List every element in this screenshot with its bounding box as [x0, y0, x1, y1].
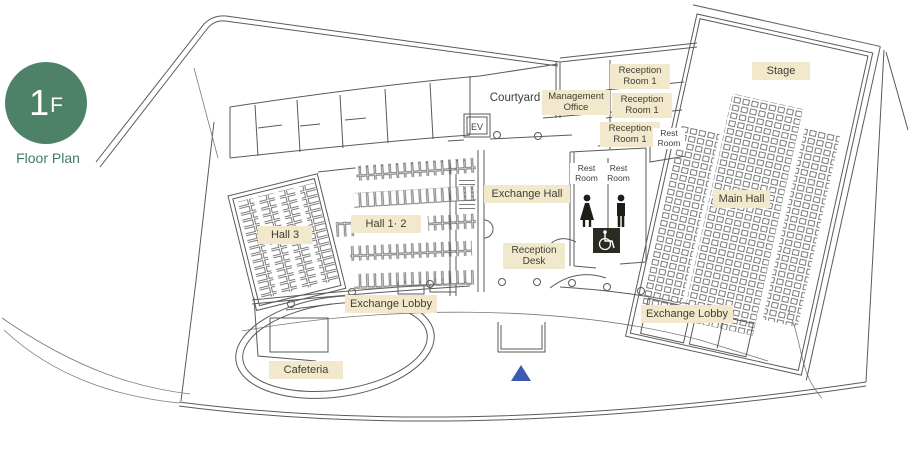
label-reception-room-1-b: Reception Room 1	[612, 93, 672, 119]
hall-1-2-tables	[335, 157, 477, 289]
property-boundary	[1, 15, 909, 422]
main-hall-building	[624, 4, 881, 381]
entrance	[497, 322, 546, 381]
wheelchair-icon	[593, 228, 620, 253]
label-rest-room-small: Rest Room	[653, 128, 685, 150]
label-management-office: Management Office	[542, 90, 610, 116]
label-reception-desk: Reception Desk	[503, 243, 565, 270]
label-main-hall: Main Hall	[713, 190, 770, 209]
main-hall-seats-left	[639, 125, 720, 318]
entrance-marker-icon	[511, 365, 531, 381]
floor-badge-caption: Floor Plan	[16, 150, 80, 166]
cafeteria-area	[235, 295, 435, 399]
label-reception-room-1-a: Reception Room 1	[610, 64, 670, 90]
svg-text:EV: EV	[471, 122, 483, 132]
label-exchange-lobby-east: Exchange Lobby	[641, 305, 733, 324]
male-icon	[617, 194, 625, 227]
label-courtyard: Courtyard	[489, 92, 541, 104]
label-cafeteria: Cafeteria	[269, 361, 343, 380]
elevator-icon: EV	[463, 113, 491, 138]
label-reception-room-1-c: Reception Room 1	[600, 122, 660, 148]
female-icon	[580, 194, 594, 227]
label-exchange-lobby-west: Exchange Lobby	[345, 295, 437, 314]
floor-badge-circle: 1 F	[5, 62, 87, 144]
main-hall-seats-right	[762, 128, 841, 328]
courtyard-area: EV	[447, 76, 573, 142]
label-exchange-hall: Exchange Hall	[484, 185, 570, 204]
label-hall-3: Hall 3	[258, 226, 312, 245]
floor-suffix: F	[50, 94, 63, 117]
label-rest-room-men: Rest Room	[602, 163, 635, 185]
label-rest-room-women: Rest Room	[570, 163, 603, 185]
back-rooms	[229, 63, 559, 159]
main-hall-seats-center	[682, 93, 803, 336]
floor-number: 1	[29, 82, 51, 123]
label-stage: Stage	[752, 62, 810, 81]
label-hall-1-2: Hall 1· 2	[351, 215, 421, 234]
